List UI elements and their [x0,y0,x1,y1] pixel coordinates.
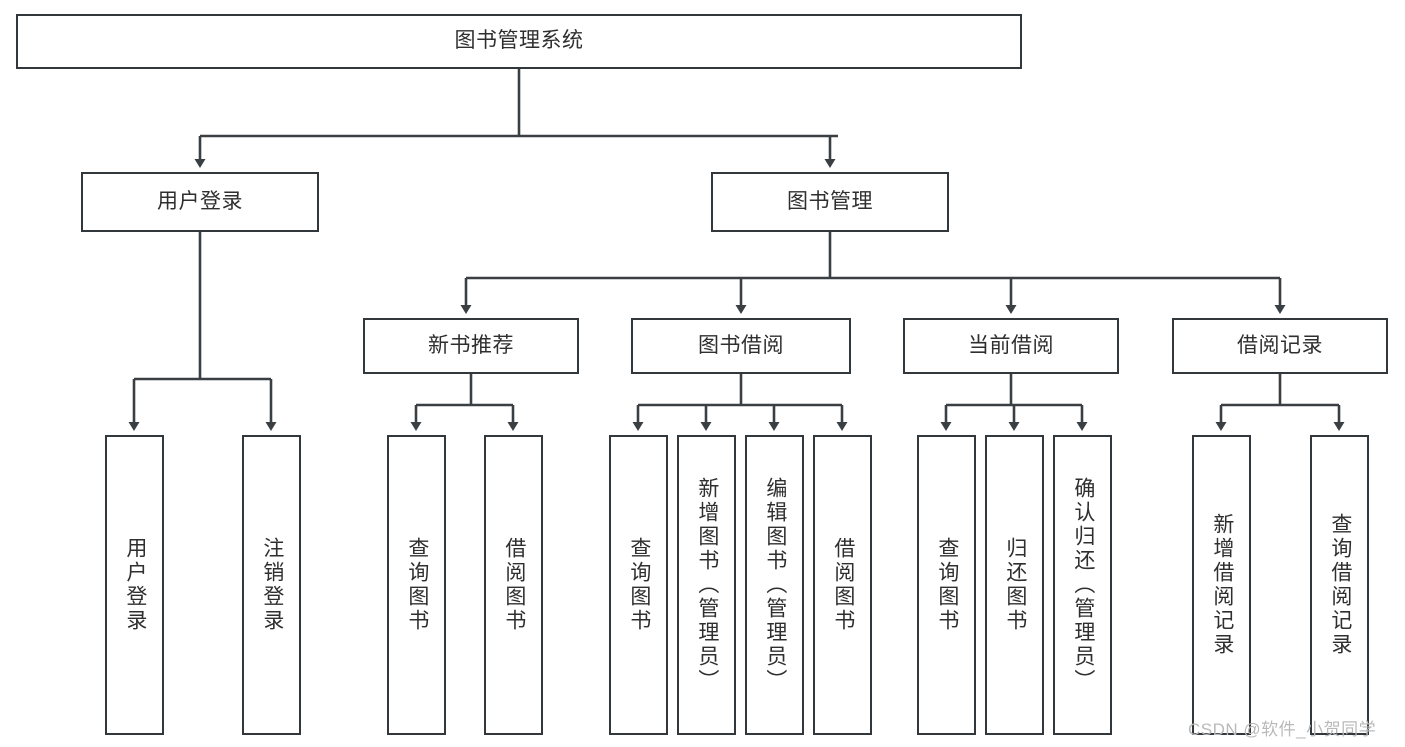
node-leaf-return-book-label: 归还图书 [1003,537,1027,633]
node-leaf-add-record[interactable]: 新增借阅记录 [1192,435,1251,735]
edge-group-new-book-rec [410,374,519,431]
node-leaf-edit-book-label: 编辑图书（管理员） [763,477,787,693]
edge-group-book-borrow [632,374,848,431]
node-user-login-label: 用户登录 [157,189,243,213]
node-book-manage-label: 图书管理 [787,189,873,213]
edge-group-current-borrow [940,374,1088,431]
edge-group-root [194,69,838,168]
node-book-borrow-label: 图书借阅 [698,333,784,357]
edge-group-book-manage [460,232,1286,314]
node-leaf-add-book[interactable]: 新增图书（管理员） [677,435,736,735]
node-current-borrow-label: 当前借阅 [968,333,1054,357]
node-leaf-query-book-2-label: 查询图书 [627,537,651,633]
node-leaf-borrow-book-1-label: 借阅图书 [502,537,526,633]
node-leaf-borrow-book-2[interactable]: 借阅图书 [813,435,872,735]
node-borrow-record-label: 借阅记录 [1237,333,1323,357]
node-current-borrow[interactable]: 当前借阅 [903,318,1119,374]
node-leaf-add-book-label: 新增图书（管理员） [695,477,719,693]
edge-group-user-login [128,232,277,431]
node-leaf-query-book-3[interactable]: 查询图书 [917,435,976,735]
node-leaf-confirm-return[interactable]: 确认归还（管理员） [1053,435,1112,735]
csdn-watermark: CSDN @软件_小贺同学 [1188,720,1377,739]
node-leaf-add-record-label: 新增借阅记录 [1210,513,1234,657]
node-leaf-edit-book[interactable]: 编辑图书（管理员） [745,435,804,735]
node-new-book-rec[interactable]: 新书推荐 [363,318,579,374]
node-leaf-user-logout-label: 注销登录 [260,537,284,633]
node-root[interactable]: 图书管理系统 [16,14,1022,69]
node-leaf-query-record-label: 查询借阅记录 [1328,513,1352,657]
node-leaf-return-book[interactable]: 归还图书 [985,435,1044,735]
node-leaf-query-book-3-label: 查询图书 [935,537,959,633]
node-leaf-user-logout[interactable]: 注销登录 [242,435,301,735]
node-leaf-user-login[interactable]: 用户登录 [105,435,164,735]
node-leaf-borrow-book-1[interactable]: 借阅图书 [484,435,543,735]
node-new-book-rec-label: 新书推荐 [428,333,514,357]
edge-group-borrow-record [1215,374,1345,431]
node-user-login[interactable]: 用户登录 [81,172,319,232]
node-root-label: 图书管理系统 [454,29,584,53]
node-book-borrow[interactable]: 图书借阅 [631,318,851,374]
node-book-manage[interactable]: 图书管理 [711,172,949,232]
node-leaf-query-book-1[interactable]: 查询图书 [387,435,446,735]
node-leaf-borrow-book-2-label: 借阅图书 [831,537,855,633]
node-leaf-confirm-return-label: 确认归还（管理员） [1071,477,1095,693]
node-leaf-user-login-label: 用户登录 [123,537,147,633]
node-leaf-query-book-2[interactable]: 查询图书 [609,435,668,735]
node-leaf-query-book-1-label: 查询图书 [405,537,429,633]
node-leaf-query-record[interactable]: 查询借阅记录 [1310,435,1369,735]
node-borrow-record[interactable]: 借阅记录 [1172,318,1388,374]
